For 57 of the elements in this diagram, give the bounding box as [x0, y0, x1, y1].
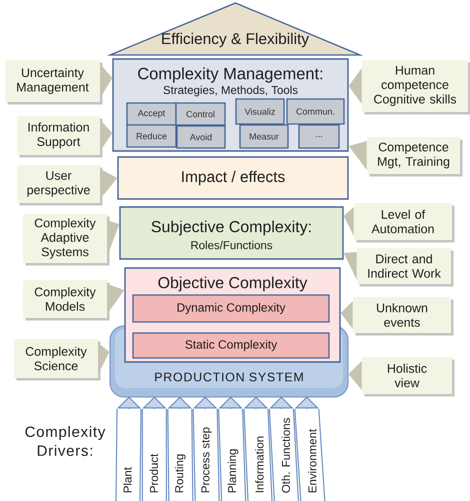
arrow-label: Plant: [122, 466, 132, 494]
layer-box: Impact / effects: [117, 156, 349, 200]
box-title: Objective Complexity: [158, 276, 308, 292]
box-title: Subjective Complexity:: [152, 220, 311, 236]
callout-box: Human competence Cognitive skills: [362, 60, 470, 114]
callout-pointer: [344, 207, 354, 236]
inner-box: Static Complexity: [132, 332, 330, 359]
callout-pointer: [107, 220, 120, 256]
callout-pointer: [100, 169, 118, 199]
callout-box: Complexity Models: [23, 280, 110, 320]
callout-box: Direct and Indirect Work: [357, 248, 454, 286]
callout-pointer: [348, 361, 362, 390]
callout-pointer: [344, 252, 357, 280]
callout-pointer: [98, 343, 110, 374]
callout-box: Competence Mgt, Training: [367, 137, 462, 176]
box-subtitle: Strategies, Methods, Tools: [164, 86, 298, 96]
arrow-label: Environment: [307, 428, 317, 494]
callout-pointer: [348, 68, 362, 104]
tile: Control: [175, 102, 226, 126]
callout-pointer: [348, 141, 367, 170]
tile: Measur: [239, 124, 289, 149]
arrow-label: Information: [254, 435, 264, 494]
callout-box: Complexity Science: [14, 339, 100, 380]
tile: Reduce: [126, 124, 177, 148]
callout-box: Holistic view: [362, 357, 454, 396]
inner-box: Dynamic Complexity: [132, 294, 330, 323]
tile: Visualiz: [235, 98, 285, 125]
block-arrow: [115, 396, 142, 501]
block-arrow: [294, 396, 326, 501]
arrow-label: Oth. Functions: [281, 417, 291, 494]
block-arrow: [243, 396, 273, 501]
tile: Avoid: [176, 125, 226, 149]
tile: ...: [298, 124, 340, 149]
callout-box: Complexity Adaptive Systems: [23, 214, 110, 266]
arrow-label: Product: [149, 453, 159, 494]
callout-pointer: [340, 301, 353, 329]
callout-box: User perspective: [17, 165, 102, 206]
box-subtitle: Roles/Functions: [191, 240, 272, 250]
block-arrow: [218, 396, 246, 501]
block-arrow: [142, 396, 167, 501]
callout-box: Uncertainty Management: [5, 60, 102, 104]
side-label: Complexity Drivers:: [25, 426, 106, 456]
callout-box: Level of Automation: [354, 203, 454, 242]
block-arrow: [268, 396, 299, 501]
tile: Commun.: [286, 98, 345, 125]
arrow-label: Planning: [227, 448, 239, 494]
callout-pointer: [100, 120, 112, 151]
callout-box: Information Support: [17, 116, 102, 158]
arrow-label: Process step: [200, 426, 212, 494]
arrow-label: Routing: [174, 453, 186, 494]
callout-pointer: [107, 284, 124, 314]
callout-pointer: [100, 64, 112, 98]
box-title: Complexity Management:: [138, 67, 322, 83]
callout-box: Unknown events: [353, 297, 454, 336]
block-arrow: [167, 396, 194, 501]
tile: Accept: [126, 102, 177, 126]
block-arrow: [192, 396, 220, 501]
